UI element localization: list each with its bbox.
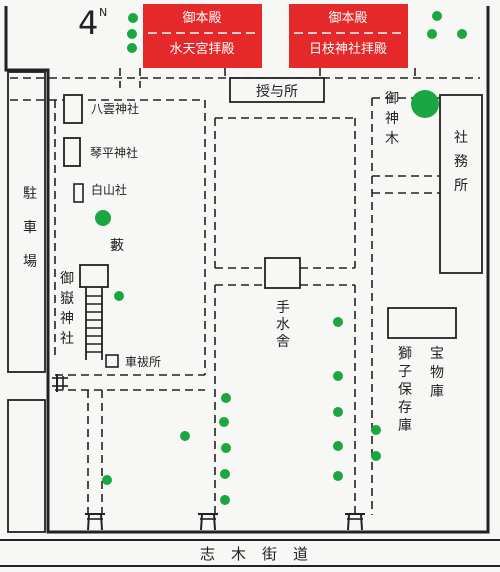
kurumaharai-label: 車祓所: [125, 355, 161, 369]
torii-icon: [85, 513, 105, 531]
juyosho-building: 授与所: [229, 77, 325, 103]
tree-icon: [128, 13, 138, 23]
juyosho-label: 授与所: [256, 84, 298, 100]
kotohira-label: 琴平神社: [90, 145, 138, 160]
parking-label: 駐車場: [23, 186, 37, 270]
shiki-kaido-road: 志木街道: [0, 539, 500, 567]
tree-icon: [219, 417, 229, 427]
shamusho-label: 社務所: [454, 130, 468, 194]
torii-icon: [198, 513, 218, 531]
tree-icon: [220, 495, 230, 505]
goshinboku-label: 御神木: [385, 91, 399, 147]
tree-icon: [95, 210, 111, 226]
svg-text:宝物庫: 宝物庫: [430, 346, 444, 400]
ontake-shrine: 御嶽神社: [60, 264, 109, 360]
svg-text:御神木: 御神木: [385, 91, 399, 147]
hakusan-label: 白山社: [91, 182, 127, 197]
tree-icon: [457, 29, 467, 39]
hakusan-shrine: 白山社: [73, 182, 127, 203]
chozuya-label: 手水舎: [276, 300, 290, 350]
tree-icon: [220, 469, 230, 479]
ontake-stairs: [86, 295, 102, 353]
svg-text:手水舎: 手水舎: [276, 300, 290, 350]
torii-icon: [52, 374, 68, 392]
torii-gates: [52, 374, 365, 531]
suitengu-honden-label: 御本殿: [182, 11, 221, 26]
tree-icon: [333, 471, 343, 481]
tree-icon: [180, 431, 190, 441]
kotohira-shrine: 琴平神社: [63, 137, 138, 167]
shrine-suitengu: 御本殿 水天宮拝殿: [143, 4, 262, 68]
tree-icon: [333, 441, 343, 451]
tree-icon: [221, 443, 231, 453]
torii-icon: [345, 513, 365, 531]
paths: [10, 68, 480, 515]
tree-icon: [411, 90, 439, 118]
homotsuko-label: 宝物庫: [430, 346, 444, 400]
yakumo-label: 八雲神社: [91, 101, 139, 116]
tree-icon: [221, 393, 231, 403]
yakumo-shrine: 八雲神社: [63, 94, 139, 124]
shamusho-building: 社務所: [439, 94, 483, 274]
svg-text:駐車場: 駐車場: [23, 186, 37, 270]
tree-icon: [333, 407, 343, 417]
tree-icon: [333, 317, 343, 327]
chozuya-building: 手水舎: [264, 257, 301, 350]
trees: [95, 11, 467, 505]
kurumaharai-building: 車祓所: [105, 354, 161, 369]
tree-icon: [102, 475, 112, 485]
yabu-label: 藪: [110, 238, 124, 254]
precinct-boundary: [4, 6, 490, 534]
homotsuko-building: 宝物庫 獅子保存庫: [387, 307, 457, 434]
shrine-hie: 御本殿 日枝神社拝殿: [289, 4, 408, 68]
tree-icon: [371, 451, 381, 461]
tree-icon: [127, 43, 137, 53]
compass-number: 4: [78, 4, 98, 42]
tree-icon: [427, 29, 437, 39]
parking-area: 駐車場: [7, 71, 46, 533]
tree-icon: [333, 371, 343, 381]
tree-icon: [371, 425, 381, 435]
north-compass: 4 N: [78, 4, 107, 42]
ontake-label: 御嶽神社: [60, 271, 74, 347]
tree-icon: [432, 11, 442, 21]
road-label: 志木街道: [200, 545, 324, 563]
svg-text:御嶽神社: 御嶽神社: [60, 271, 74, 347]
compass-letter: N: [99, 6, 107, 19]
svg-text:獅子保存庫: 獅子保存庫: [398, 346, 412, 434]
shishi-label: 獅子保存庫: [398, 346, 412, 434]
hie-honden-label: 御本殿: [328, 11, 367, 26]
svg-text:社務所: 社務所: [454, 130, 468, 194]
tree-icon: [114, 291, 124, 301]
suitengu-haiden-label: 水天宮拝殿: [169, 41, 234, 57]
tree-icon: [127, 29, 137, 39]
hie-haiden-label: 日枝神社拝殿: [309, 41, 387, 57]
